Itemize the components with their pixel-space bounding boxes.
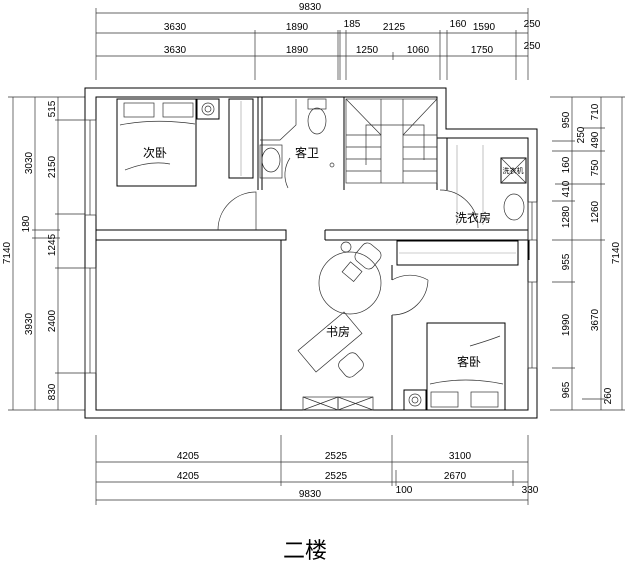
dim-label: 250 — [576, 126, 587, 143]
dim-label: 830 — [47, 383, 58, 400]
dim-label: 515 — [47, 100, 58, 117]
dim-label: 100 — [396, 485, 413, 496]
guest-bedroom-bed — [426, 322, 506, 411]
dim-label: 2670 — [444, 471, 467, 482]
dim-label: 2125 — [383, 22, 406, 33]
dim-label: 185 — [344, 19, 361, 30]
dim-label: 4205 — [177, 471, 200, 482]
dim-label: 1260 — [590, 200, 601, 223]
dim-label: 1990 — [561, 313, 572, 336]
dim-label: 2525 — [325, 471, 348, 482]
dim-label: 3670 — [590, 308, 601, 331]
dim-left-total: 7140 — [2, 241, 13, 264]
washing-machine-label: 洗衣机 — [503, 166, 524, 175]
dim-label: 1890 — [286, 22, 309, 33]
dim-label: 1750 — [471, 45, 494, 56]
second-bedroom-bed — [116, 98, 197, 187]
dim-label: 330 — [522, 485, 539, 496]
dim-label: 3630 — [164, 45, 187, 56]
left-dimensions: 7140 3030 180 3930 515 2150 1245 2400 83… — [2, 96, 85, 411]
room-label-second-bedroom: 次卧 — [143, 146, 167, 160]
top-dimensions: 9830 3630 1890 185 2125 160 1590 250 363… — [95, 2, 541, 80]
dim-label: 1250 — [356, 45, 379, 56]
dim-bottom-total: 9830 — [299, 489, 322, 500]
dim-label: 3030 — [24, 151, 35, 174]
dim-label: 2525 — [325, 451, 348, 462]
dim-label: 260 — [603, 387, 614, 404]
dim-label: 3100 — [449, 451, 472, 462]
dim-label: 1590 — [473, 22, 496, 33]
dim-label: 1060 — [407, 45, 430, 56]
dim-label: 180 — [21, 215, 32, 232]
dim-label: 1245 — [47, 233, 58, 256]
dim-right-total: 7140 — [611, 241, 622, 264]
nightstand-lamp-icon — [196, 98, 427, 411]
dim-label: 710 — [590, 103, 601, 120]
dim-label: 1280 — [561, 205, 572, 228]
wardrobe — [228, 98, 519, 266]
staircase — [345, 98, 438, 184]
room-label-guest-bedroom: 客卧 — [457, 354, 481, 369]
dim-label: 3630 — [164, 22, 187, 33]
walls — [84, 87, 538, 419]
windows — [84, 119, 538, 374]
dim-label: 750 — [590, 159, 601, 176]
study-furniture — [297, 241, 382, 411]
bathroom-fixtures — [259, 98, 335, 179]
dim-label: 1890 — [286, 45, 309, 56]
dim-label: 955 — [561, 253, 572, 270]
right-dimensions: 950 250 160 1280 410 955 1990 965 710 49… — [550, 96, 625, 411]
dim-label: 250 — [524, 41, 541, 52]
dim-label: 4205 — [177, 451, 200, 462]
room-label-laundry: 洗衣房 — [455, 210, 491, 225]
dim-label: 2150 — [47, 155, 58, 178]
bottom-dimensions: 4205 2525 3100 4205 2525 100 2670 330 98… — [95, 435, 539, 505]
dim-label: 3930 — [24, 312, 35, 335]
dim-label: 160 — [450, 19, 467, 30]
washing-machine: 洗衣机 — [500, 157, 527, 221]
dim-label: 410 — [561, 180, 572, 197]
dim-label: 490 — [590, 131, 601, 148]
room-label-study: 书房 — [326, 324, 350, 339]
dim-label: 965 — [561, 381, 572, 398]
dim-label: 950 — [561, 111, 572, 128]
dim-top-total: 9830 — [299, 2, 322, 13]
dim-label: 160 — [561, 156, 572, 173]
dim-label: 250 — [524, 19, 541, 30]
doors — [217, 157, 479, 316]
floor-title: 二楼 — [283, 539, 327, 564]
dim-label: 2400 — [47, 309, 58, 332]
room-label-guest-bath: 客卫 — [295, 145, 319, 160]
